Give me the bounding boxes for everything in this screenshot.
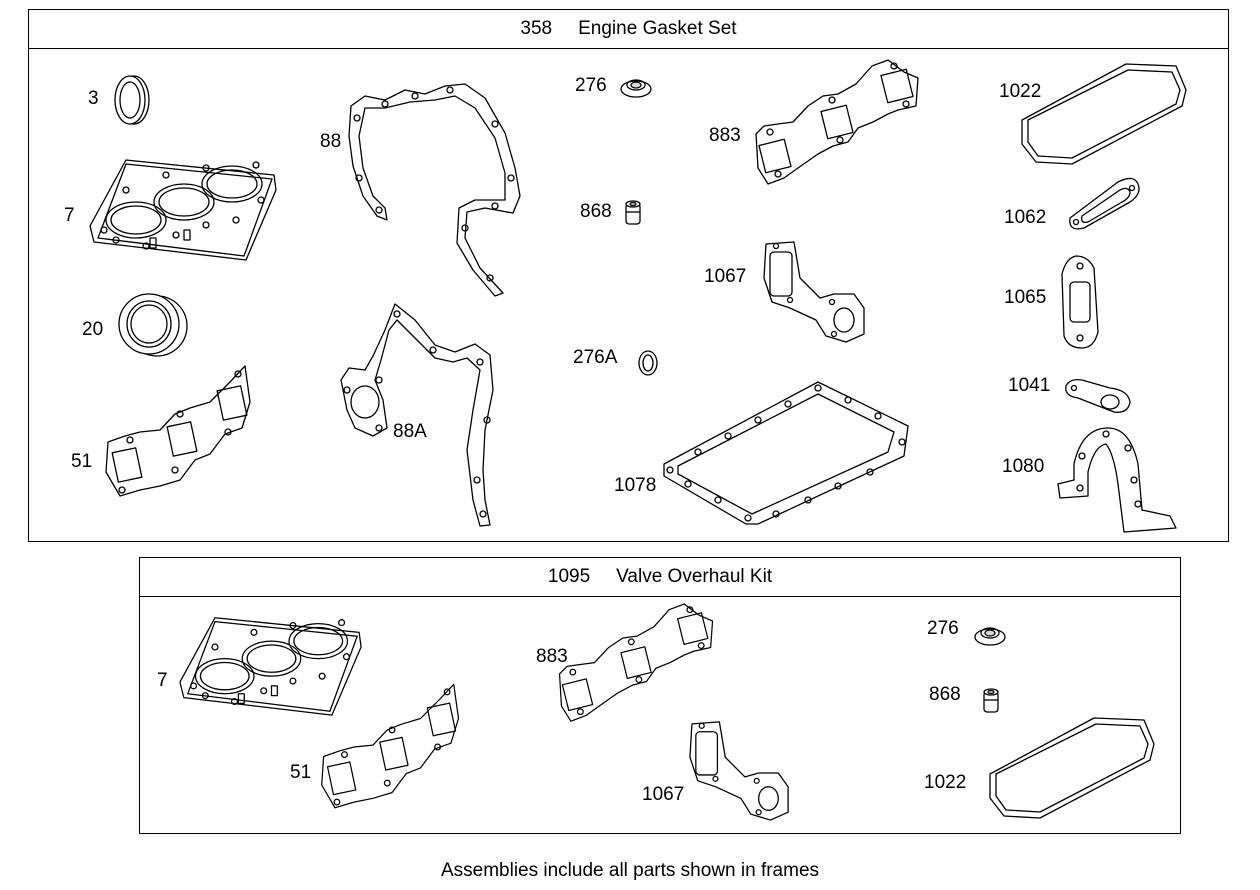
- part-label[interactable]: 1022: [999, 81, 1042, 102]
- cylinder-head-gasket-icon[interactable]: [86, 150, 281, 265]
- oil-seal-small-icon[interactable]: [108, 70, 158, 130]
- footer-note: Assemblies include all parts shown in fr…: [440, 860, 820, 881]
- assembly-title: Engine Gasket Set: [578, 18, 737, 39]
- cylinder-head-gasket-icon[interactable]: [176, 608, 366, 720]
- part-label[interactable]: 883: [709, 125, 741, 146]
- part-label[interactable]: 1067: [642, 784, 685, 805]
- assembly-number: 358: [520, 18, 553, 39]
- exhaust-manifold-gasket-icon[interactable]: [100, 362, 260, 502]
- valve-stem-seal-icon[interactable]: [980, 686, 1004, 716]
- part-label[interactable]: 1065: [1004, 287, 1047, 308]
- water-flange-gasket-icon[interactable]: [686, 718, 794, 824]
- part-label[interactable]: 3: [88, 88, 99, 109]
- thermostat-gasket-icon[interactable]: [1058, 252, 1102, 352]
- assembly-number: 1095: [547, 566, 591, 587]
- oil-seal-large-icon[interactable]: [113, 290, 193, 360]
- part-label[interactable]: 88: [320, 131, 342, 152]
- gear-case-gasket-icon[interactable]: [335, 300, 500, 530]
- part-label[interactable]: 51: [71, 451, 93, 472]
- part-label[interactable]: 868: [929, 684, 961, 705]
- valve-stem-seal-icon[interactable]: [618, 72, 654, 100]
- valve-stem-seal-icon[interactable]: [972, 620, 1008, 648]
- part-label[interactable]: 1080: [1002, 456, 1045, 477]
- part-label[interactable]: 1041: [1008, 375, 1051, 396]
- assembly-title: Valve Overhaul Kit: [616, 566, 773, 587]
- part-label[interactable]: 7: [64, 205, 75, 226]
- water-flange-gasket-icon[interactable]: [760, 238, 870, 346]
- oval-gasket-icon[interactable]: [1062, 174, 1144, 232]
- intake-manifold-gasket-icon[interactable]: [552, 600, 722, 728]
- part-label[interactable]: 1067: [704, 266, 747, 287]
- small-flange-gasket-icon[interactable]: [1060, 372, 1136, 416]
- part-label[interactable]: 276A: [573, 347, 618, 368]
- part-label[interactable]: 7: [157, 670, 168, 691]
- part-label[interactable]: 868: [580, 201, 612, 222]
- o-ring-icon[interactable]: [636, 348, 660, 378]
- rocker-cover-gasket-icon[interactable]: [984, 714, 1160, 822]
- rear-seal-housing-gasket-icon[interactable]: [1052, 424, 1180, 534]
- part-label[interactable]: 1078: [614, 475, 657, 496]
- part-label[interactable]: 20: [82, 319, 104, 340]
- part-label[interactable]: 1062: [1004, 207, 1047, 228]
- frame-header: 358 Engine Gasket Set: [29, 10, 1228, 49]
- gear-case-gasket-icon[interactable]: [345, 78, 530, 298]
- part-label[interactable]: 276: [575, 75, 607, 96]
- part-label[interactable]: 1022: [924, 772, 967, 793]
- rocker-cover-gasket-icon[interactable]: [1016, 60, 1192, 168]
- valve-stem-seal-icon[interactable]: [622, 198, 646, 228]
- part-label[interactable]: 51: [290, 762, 312, 783]
- frame-header: 1095 Valve Overhaul Kit: [140, 558, 1180, 597]
- part-label[interactable]: 276: [927, 618, 959, 639]
- oil-pan-gasket-icon[interactable]: [658, 376, 914, 528]
- engine-gasket-set-frame: 358 Engine Gasket Set: [28, 9, 1229, 542]
- part-label[interactable]: 883: [536, 646, 568, 667]
- intake-manifold-gasket-icon[interactable]: [748, 56, 928, 191]
- part-label[interactable]: 88A: [393, 421, 427, 442]
- exhaust-manifold-gasket-icon[interactable]: [316, 680, 468, 814]
